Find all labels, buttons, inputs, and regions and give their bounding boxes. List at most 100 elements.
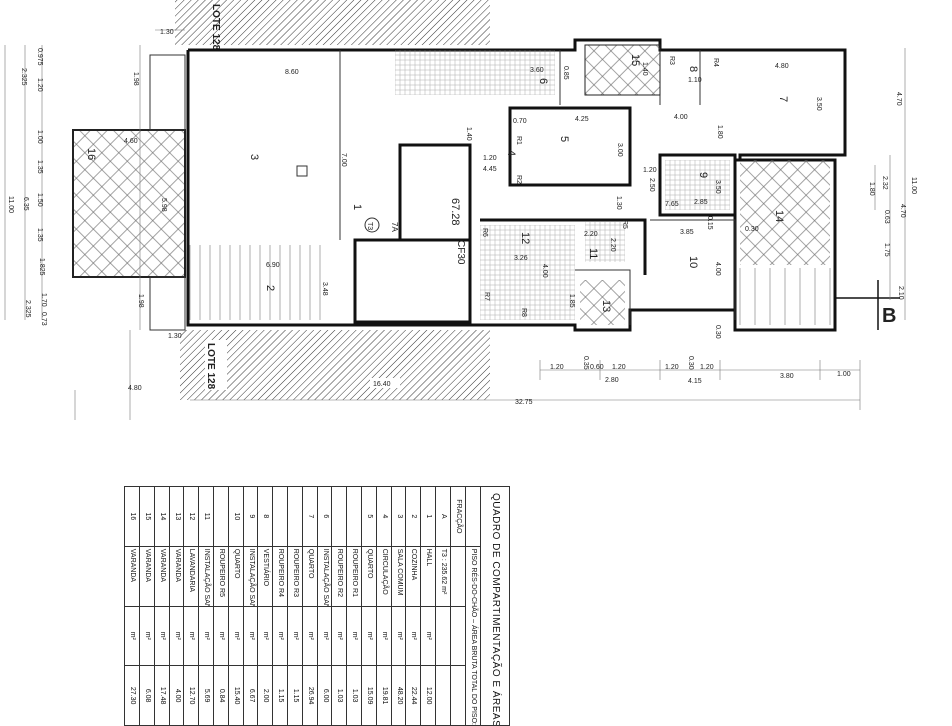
row-area: 6.08 <box>139 665 155 726</box>
row-unit: m² <box>361 606 377 666</box>
row-area: 19.81 <box>376 665 392 726</box>
row-name: QUARTO <box>228 546 244 606</box>
dim-label: 7.00 <box>340 153 347 167</box>
row-name: ROUPEIRO R1 <box>346 546 362 606</box>
dim-label: 1.98 <box>137 294 144 308</box>
row-name: T3 : 235.62 m² <box>435 546 451 606</box>
row-area: 1.15 <box>287 665 303 726</box>
entry-label: 7A <box>390 222 399 232</box>
dim-label: 1.70 <box>40 293 47 307</box>
row-number <box>213 486 229 547</box>
room-label-6: 6 <box>537 78 549 84</box>
room-label-9: 9 <box>697 172 709 178</box>
dim-label: 1.20 <box>643 167 657 174</box>
dim-label: 6.35 <box>22 197 29 211</box>
dim-label: 4.80 <box>775 63 789 70</box>
row-area: 6.67 <box>243 665 258 726</box>
dim-label: 3.48 <box>321 282 328 296</box>
row-area: 1.03 <box>331 665 347 726</box>
dim-label: 4.15 <box>688 378 702 385</box>
dim-label: 3.80 <box>780 373 794 380</box>
dim-label: 3.00 <box>616 143 623 157</box>
dim-label: 3.50 <box>815 97 822 111</box>
row-unit: m² <box>139 606 155 666</box>
row-unit: m² <box>376 606 392 666</box>
dim-label: 1.00 <box>837 371 851 378</box>
row-name: QUARTO <box>302 546 318 606</box>
area-table-header: FRACÇÃO <box>450 486 466 547</box>
row-area: 5.69 <box>198 665 214 726</box>
dim-label: 7.65 <box>665 201 679 208</box>
dim-label: 2.32 <box>881 176 888 190</box>
dim-label: 2.85 <box>694 199 708 206</box>
row-unit: m² <box>287 606 303 666</box>
dim-label: 4.00 <box>674 114 688 121</box>
dim-label: 0.15 <box>706 216 713 230</box>
dim-label: 1.50 <box>36 193 43 207</box>
dim-label: 1.85 <box>568 294 575 308</box>
dim-label: 2.10 <box>897 286 904 300</box>
dim-label: 11.00 <box>7 196 14 213</box>
room-label-7: 7 <box>777 96 789 102</box>
dim-label: 16.40 <box>373 381 391 388</box>
row-area: 48.20 <box>391 665 406 726</box>
row-unit: m² <box>391 606 406 666</box>
pergola <box>189 245 831 325</box>
dim-label: 1.00 <box>36 130 43 144</box>
row-number <box>287 486 303 547</box>
row-number: 15 <box>139 486 155 547</box>
dim-label: 0.63 <box>883 210 890 224</box>
row-number: 3 <box>391 486 406 547</box>
row-area: 12.00 <box>420 665 436 726</box>
dimension-labels: 1.30 0.975 1.20 2.325 1.00 1.35 1.50 1.3… <box>7 29 917 406</box>
closet-label-r7: R7 <box>483 292 490 301</box>
row-area: 6.00 <box>317 665 332 726</box>
row-unit: m² <box>228 606 244 666</box>
dim-label: 4.00 <box>714 262 721 276</box>
row-name: VESTIÁRIO <box>257 546 273 606</box>
area-table-subtitle: PISO RÉS-DO-CHÃO – ÁREA BRUTA TOTAL DO P… <box>465 546 481 726</box>
dim-label: 2.325 <box>24 300 31 318</box>
dim-label: 0.60 <box>590 364 604 371</box>
section-marker-b: B <box>835 280 900 330</box>
row-number: 8 <box>257 486 273 547</box>
room-label-15: 15 <box>629 54 641 66</box>
row-number: 10 <box>228 486 244 547</box>
lot-label-bottom: LOTE 128 <box>205 343 216 390</box>
dimension-lines <box>4 29 906 420</box>
row-name: INSTALAÇÃO SANITÁRIA <box>317 546 332 606</box>
row-name: ROUPEIRO R2 <box>331 546 347 606</box>
neighbour-lot-bottom: LOTE 128 16.40 <box>180 330 490 400</box>
row-name: ROUPEIRO R3 <box>287 546 303 606</box>
row-name: HALL <box>420 546 436 606</box>
row-number: 6 <box>317 486 332 547</box>
row-unit: m² <box>183 606 199 666</box>
dim-label: 3.85 <box>680 229 694 236</box>
row-number: 14 <box>154 486 170 547</box>
row-area: 17.48 <box>154 665 170 726</box>
dim-label: 0.30 <box>714 325 721 339</box>
dim-label: 8.60 <box>285 69 299 76</box>
row-number: A <box>435 486 451 547</box>
row-unit: m² <box>331 606 347 666</box>
room-label-4: 4 <box>505 150 517 156</box>
room-label-16: 16 <box>85 148 97 160</box>
dim-label: 4.25 <box>575 116 589 123</box>
dim-label: 1.75 <box>883 243 890 257</box>
row-unit: m² <box>420 606 436 666</box>
row-number: 13 <box>169 486 184 547</box>
row-unit <box>435 606 451 666</box>
row-unit: m² <box>405 606 421 666</box>
dim-label: 1.10 <box>688 77 702 84</box>
row-number <box>346 486 362 547</box>
row-unit: m² <box>257 606 273 666</box>
